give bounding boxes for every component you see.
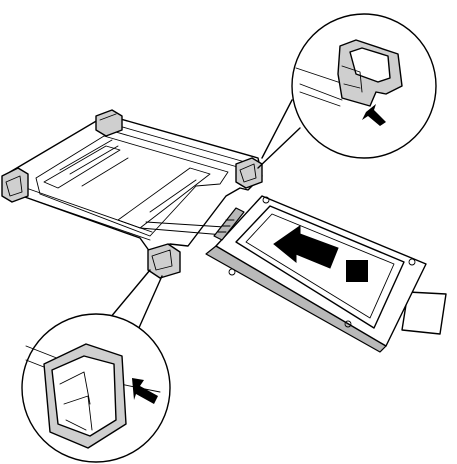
callout-zoom-bottom-left (22, 270, 170, 462)
callout-zoom-top-right (258, 14, 436, 168)
clip-front-left (2, 168, 28, 202)
step-marker (346, 260, 368, 282)
clip-front-right (148, 244, 180, 278)
hard-disk-drive (206, 196, 446, 352)
clip-back-right (236, 158, 262, 188)
clip-back-left (96, 110, 122, 136)
